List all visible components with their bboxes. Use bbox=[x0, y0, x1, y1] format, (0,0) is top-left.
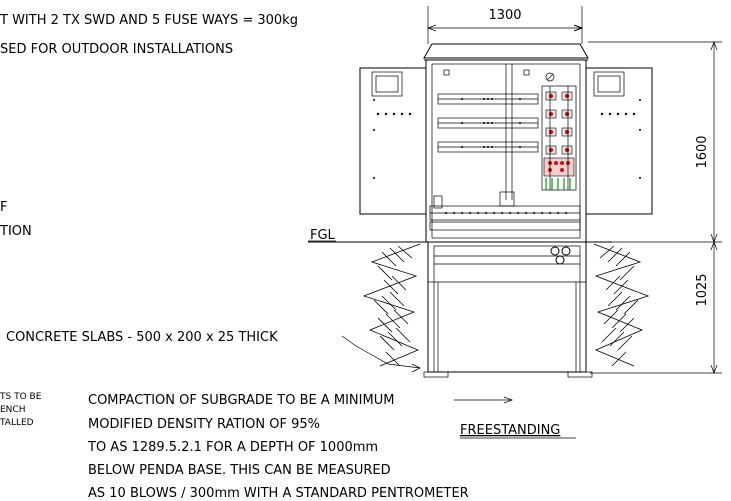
compaction-line-1: COMPACTION OF SUBGRADE TO BE A MINIMUM bbox=[88, 393, 394, 408]
weight-note: T WITH 2 TX SWD AND 5 FUSE WAYS = 300kg bbox=[0, 13, 298, 28]
outdoor-note: SED FOR OUTDOOR INSTALLATIONS bbox=[0, 42, 233, 57]
width-dimension: 1300 bbox=[427, 6, 583, 44]
small-note-1: TS TO BE bbox=[0, 392, 42, 402]
left-door bbox=[359, 67, 427, 215]
cabinet-body bbox=[425, 59, 587, 243]
ground-level: FGL bbox=[308, 228, 612, 243]
compaction-line-3: TO AS 1289.5.2.1 FOR A DEPTH OF 1000mm bbox=[87, 440, 378, 455]
fuse-ways bbox=[543, 91, 575, 190]
soil-hatch-left bbox=[362, 243, 421, 367]
depth-below-label: 1025 bbox=[695, 273, 710, 306]
penda-base bbox=[423, 241, 593, 378]
small-note-3: TALLED bbox=[0, 418, 34, 428]
compaction-line-2: MODIFIED DENSITY RATION OF 95% bbox=[88, 417, 320, 432]
left-fragment-1: F bbox=[0, 200, 7, 215]
fgl-label: FGL bbox=[310, 228, 336, 243]
view-title: FREESTANDING bbox=[460, 423, 560, 438]
small-note-2: ENCH bbox=[0, 405, 25, 415]
slabs-leader: CONCRETE SLABS - 500 x 200 x 25 THICK bbox=[6, 330, 421, 373]
left-fragment-2: TION bbox=[0, 224, 32, 239]
compaction-notes: COMPACTION OF SUBGRADE TO BE A MINIMUM M… bbox=[87, 393, 513, 501]
height-dimensions: 1600 1025 bbox=[588, 41, 722, 374]
width-label: 1300 bbox=[488, 8, 521, 23]
compaction-line-5: AS 10 BLOWS / 300mm WITH A STANDARD PENT… bbox=[88, 486, 469, 501]
right-door bbox=[585, 67, 653, 215]
cabinet-roof bbox=[423, 43, 589, 61]
compaction-line-4: BELOW PENDA BASE. THIS CAN BE MEASURED bbox=[88, 463, 391, 478]
height-above-label: 1600 bbox=[695, 135, 710, 168]
slabs-note: CONCRETE SLABS - 500 x 200 x 25 THICK bbox=[6, 330, 278, 345]
soil-hatch-right bbox=[593, 243, 650, 367]
